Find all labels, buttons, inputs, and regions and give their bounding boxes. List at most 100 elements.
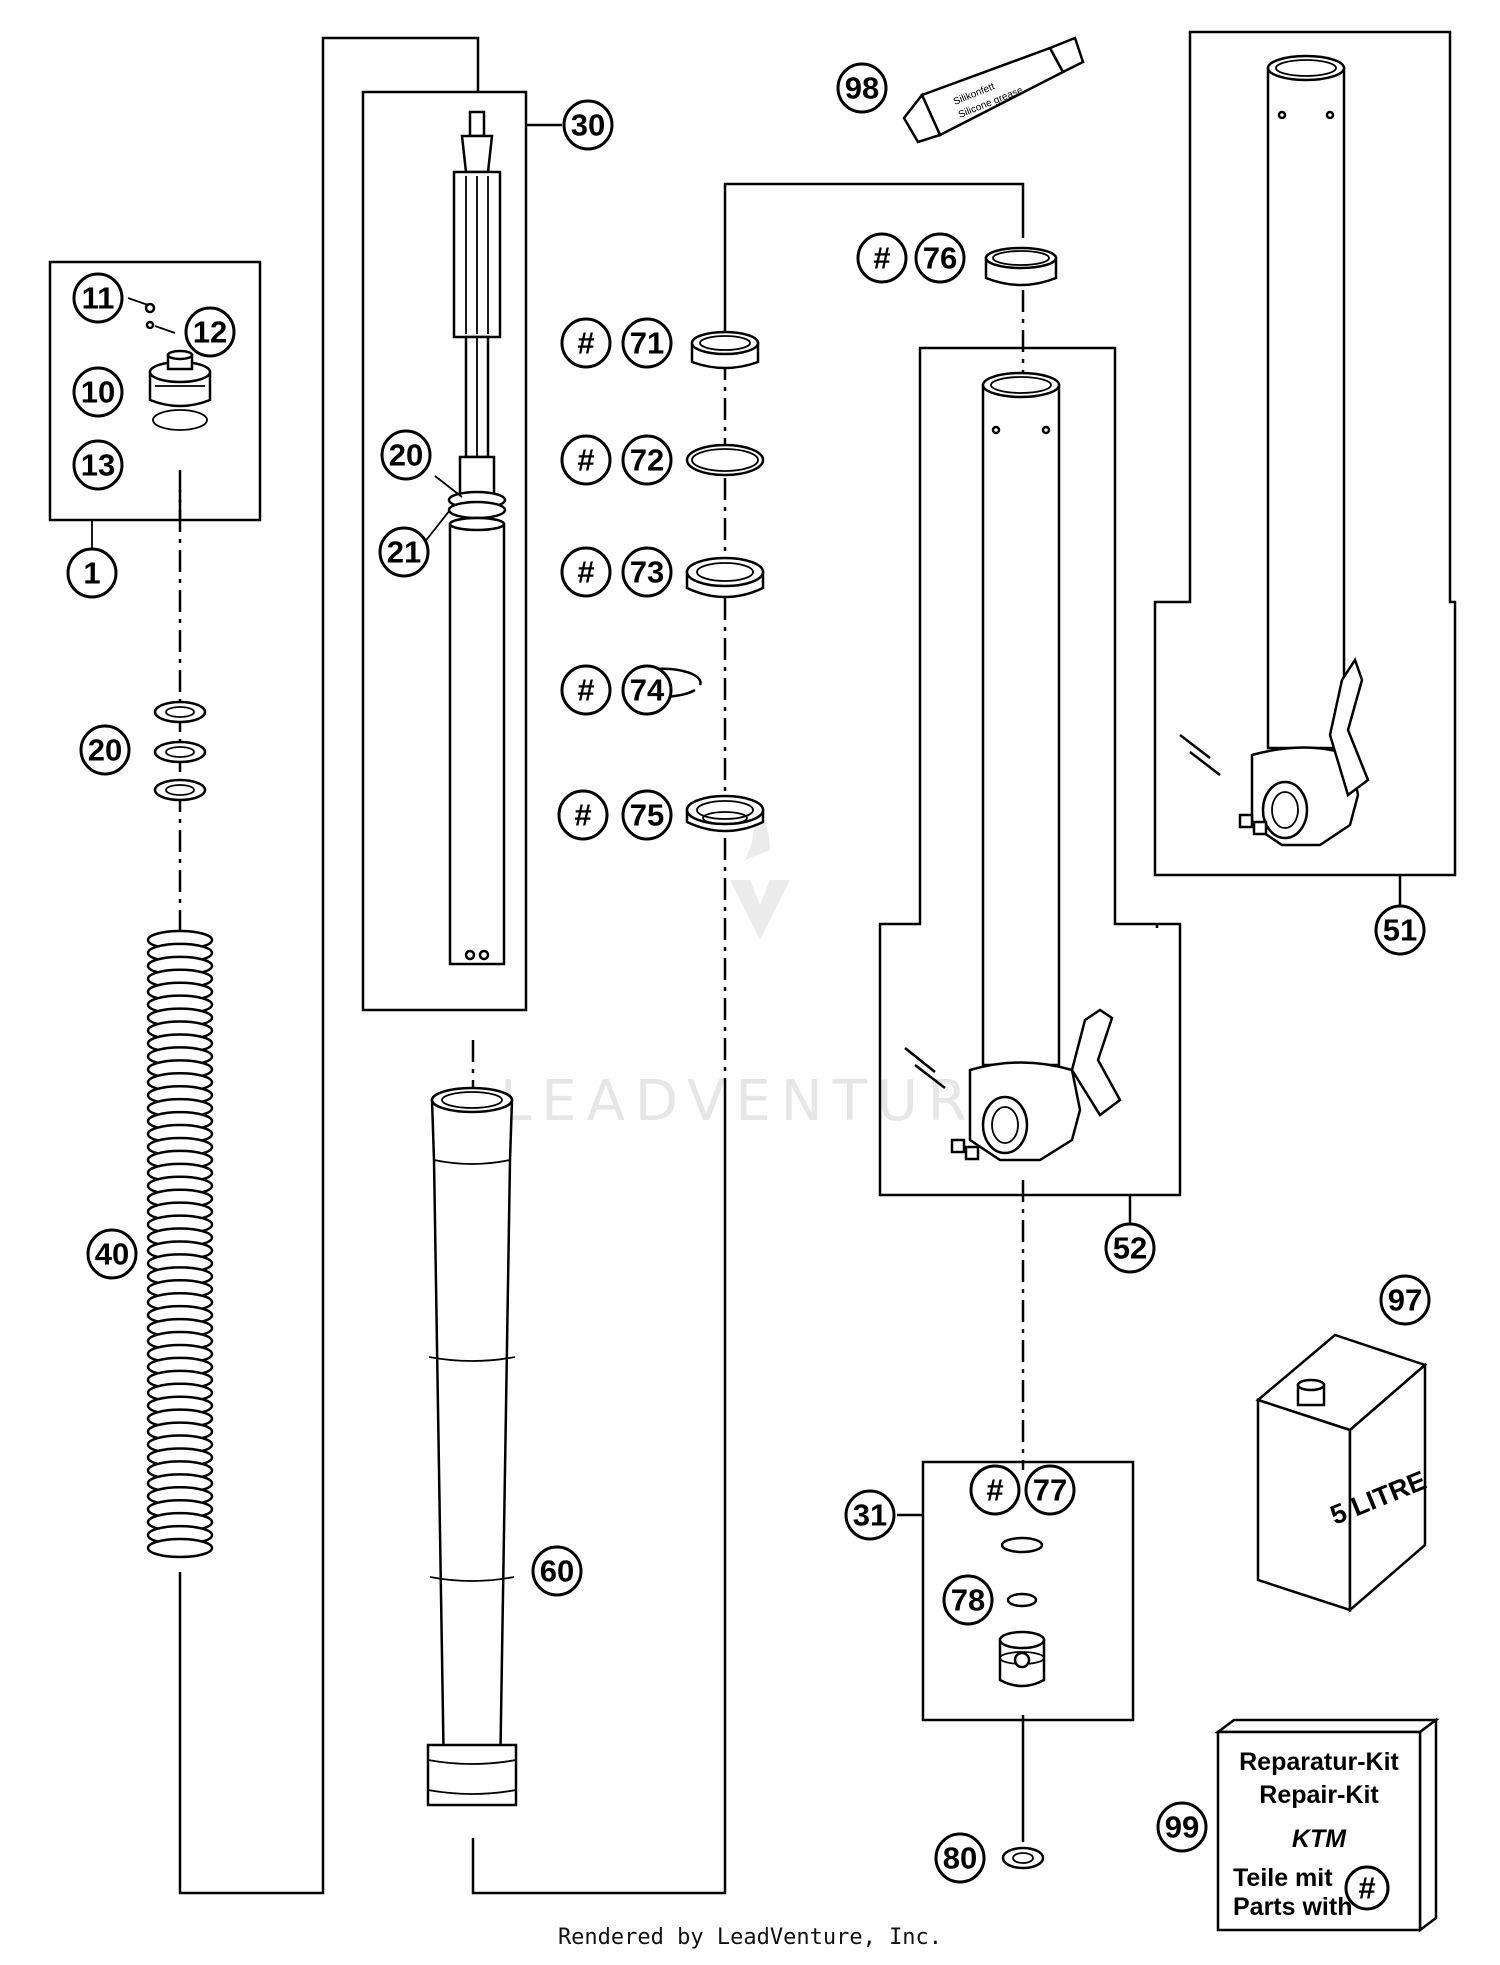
watermark-text: LEADVENTURE xyxy=(500,1069,1022,1134)
callout-98-label: 98 xyxy=(845,71,879,106)
repair-kit-line-3: Teile mit xyxy=(1233,1864,1333,1892)
valve-parts-31 xyxy=(998,1536,1046,1688)
callout-71-label: 71 xyxy=(630,326,664,361)
callout-1-circle xyxy=(66,547,118,599)
callout-78-label: 78 xyxy=(951,1583,985,1618)
callout-77-circle xyxy=(1024,1464,1076,1516)
callout-73-circle xyxy=(621,546,673,598)
washer-part-72 xyxy=(685,443,765,477)
callout-hash-76-label: # xyxy=(873,241,890,276)
repair-kit-hash: # xyxy=(1358,1871,1375,1906)
callout-51-label: 51 xyxy=(1383,913,1417,948)
callout-52-circle xyxy=(1104,1222,1156,1274)
callout-97-label: 97 xyxy=(1388,1283,1422,1318)
callout-72-label: 72 xyxy=(630,443,664,478)
washer-part-80 xyxy=(1001,1846,1045,1870)
callout-hash-75-label: # xyxy=(574,798,591,833)
outer-tube-box-51 xyxy=(1153,30,1457,877)
callout-30-circle xyxy=(562,99,614,151)
callout-21-label: 21 xyxy=(387,535,421,570)
callout-30-label: 30 xyxy=(571,108,605,143)
seal-bushing-part-71 xyxy=(690,330,760,370)
callout-60-circle xyxy=(531,1545,583,1597)
callout-31-circle xyxy=(844,1489,896,1541)
callout-77-label: 77 xyxy=(1033,1473,1067,1508)
callout-12-circle xyxy=(184,306,236,358)
callout-51-circle xyxy=(1374,904,1426,956)
callout-labels: 1101112132020213031405152607172737475767… xyxy=(66,62,1431,1884)
callout-hash-71-circle xyxy=(560,317,612,369)
callout-97-circle xyxy=(1379,1274,1431,1326)
repair-kit-line-1: Reparatur-Kit xyxy=(1239,1748,1399,1776)
repair-kit-line-4: Parts with xyxy=(1233,1893,1352,1921)
repair-kit-brand: KTM xyxy=(1292,1825,1347,1853)
callout-74-label: 74 xyxy=(630,673,665,708)
callout-10-label: 10 xyxy=(81,375,115,410)
callout-75-circle xyxy=(621,789,673,841)
callout-hash-72-label: # xyxy=(577,443,594,478)
cap-assembly-box xyxy=(48,260,262,522)
callout-99-label: 99 xyxy=(1165,1810,1199,1845)
callout-20-label: 20 xyxy=(389,438,423,473)
bushing-part-76 xyxy=(984,246,1058,287)
seal-part-73 xyxy=(685,556,765,599)
callout-1-label: 1 xyxy=(83,556,100,591)
leadventure-watermark: LEADVENTURE xyxy=(500,800,1022,1134)
cartridge-box xyxy=(361,90,528,1012)
callout-60-label: 60 xyxy=(540,1554,574,1589)
render-credit: Rendered by LeadVenture, Inc. xyxy=(557,1925,943,1950)
fork-oil-can-part: 5 LITRE xyxy=(1255,1333,1430,1613)
repair-kit-line-2: Repair-Kit xyxy=(1259,1781,1379,1809)
callout-20-label: 20 xyxy=(88,733,122,768)
callout-11-circle xyxy=(72,272,124,324)
callout-40-label: 40 xyxy=(95,1237,129,1272)
callout-99-circle xyxy=(1156,1801,1208,1853)
spring-coil xyxy=(146,1537,214,1559)
callout-hash-73-circle xyxy=(560,546,612,598)
callout-13-circle xyxy=(72,439,124,491)
callout-hash-73-label: # xyxy=(577,555,594,590)
callout-98-circle xyxy=(836,62,888,114)
callout-hash-75-circle xyxy=(557,789,609,841)
fork-spring-part xyxy=(146,929,214,1559)
callout-76-circle xyxy=(914,232,966,284)
spacer-washers-part xyxy=(153,700,207,802)
callout-20-circle xyxy=(380,429,432,481)
outer-tube-box-52 xyxy=(878,346,1182,1197)
inner-fork-tube-part xyxy=(426,1086,518,1807)
callout-40-circle xyxy=(86,1228,138,1280)
callout-hash-72-circle xyxy=(560,434,612,486)
callout-20-circle xyxy=(79,724,131,776)
outer-fork-tube-part-52 xyxy=(904,371,1122,1162)
callout-hash-71-label: # xyxy=(577,326,594,361)
callout-hash-76-circle xyxy=(856,232,908,284)
callout-hash-74-circle xyxy=(560,664,612,716)
callout-76-label: 76 xyxy=(923,241,957,276)
fork-cap-part xyxy=(144,302,212,431)
callout-73-label: 73 xyxy=(630,555,664,590)
callout-75-label: 75 xyxy=(630,798,664,833)
assembly-leader-lines xyxy=(178,36,1025,1895)
callout-11-label: 11 xyxy=(82,281,115,316)
damping-cartridge-part xyxy=(447,110,507,966)
callout-80-circle xyxy=(934,1832,986,1884)
outer-fork-tube-part-51 xyxy=(1179,54,1370,847)
callout-hash-74-label: # xyxy=(577,673,594,708)
repair-kit-box-part: Reparatur-Kit Repair-Kit KTM Teile mit P… xyxy=(1214,1717,1440,1933)
callout-80-label: 80 xyxy=(943,1841,977,1876)
callout-52-label: 52 xyxy=(1113,1231,1147,1266)
callout-74-circle xyxy=(621,664,673,716)
callout-10-circle xyxy=(72,366,124,418)
callout-21-circle xyxy=(378,526,430,578)
dust-seal-part-75 xyxy=(685,794,765,833)
callout-71-circle xyxy=(621,317,673,369)
callout-72-circle xyxy=(621,434,673,486)
callout-hash-77-circle xyxy=(969,1464,1021,1516)
callout-13-label: 13 xyxy=(81,448,115,483)
callout-12-label: 12 xyxy=(193,315,227,350)
grease-tube-part: Silikonfett Silicone grease xyxy=(902,36,1085,144)
callout-hash-77-label: # xyxy=(986,1473,1003,1508)
valve-box-31 xyxy=(921,1460,1135,1722)
callout-78-circle xyxy=(942,1574,994,1626)
